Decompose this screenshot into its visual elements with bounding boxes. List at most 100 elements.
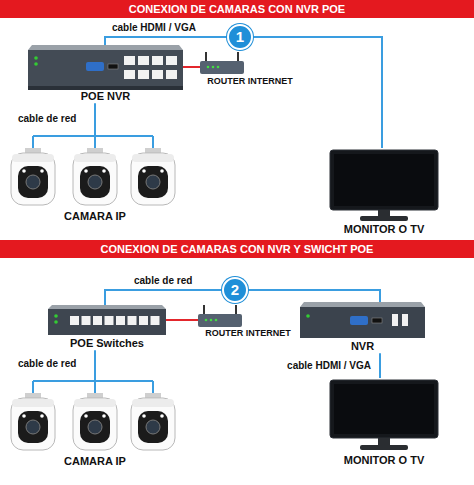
camera-branch xyxy=(33,136,153,148)
monitor-device xyxy=(334,384,434,434)
monitor-device xyxy=(334,154,434,206)
device-label: MONITOR O TV xyxy=(328,454,440,467)
poe-switch xyxy=(54,320,58,324)
device-label: ROUTER INTERNET xyxy=(198,328,298,339)
monitor-device xyxy=(330,380,438,438)
nvr-device xyxy=(402,314,408,326)
cable-connector xyxy=(183,66,200,68)
icon-space xyxy=(300,302,425,340)
nvr-device: POE NVR xyxy=(28,45,183,103)
cable-label: cable HDMI / VGA xyxy=(285,360,373,372)
poe-switch: POE Switches xyxy=(48,305,166,350)
cable-label: cable HDMI / VGA xyxy=(110,22,198,34)
monitor-device xyxy=(360,216,408,221)
camera-branch xyxy=(33,381,153,393)
nvr-device xyxy=(34,56,38,60)
router-device xyxy=(205,319,208,322)
router-device xyxy=(200,61,244,74)
device-label: CAMARA IP xyxy=(5,210,185,223)
device-label: ROUTER INTERNET xyxy=(200,76,300,87)
poe-switch xyxy=(116,316,125,325)
nvr-device xyxy=(166,70,177,79)
nvr-device xyxy=(28,45,183,90)
callout-number: 2 xyxy=(222,277,248,303)
device-label: POE NVR xyxy=(28,90,183,103)
ip-camera xyxy=(131,148,175,205)
poe-switch xyxy=(151,316,160,325)
router-device xyxy=(200,52,244,74)
router-device xyxy=(205,52,207,61)
device-label: POE Switches xyxy=(48,337,166,350)
nvr-device xyxy=(300,302,425,338)
cable-label: cable de red xyxy=(16,358,78,370)
nvr-device xyxy=(28,45,183,50)
nvr-device xyxy=(152,70,163,79)
monitor-device xyxy=(330,150,438,210)
icon-space xyxy=(5,380,185,455)
router-device: ROUTER INTERNET xyxy=(198,304,298,339)
router-device xyxy=(217,66,220,69)
poe-switch xyxy=(48,305,166,309)
nvr-device: NVR xyxy=(300,302,425,353)
router-device xyxy=(207,66,210,69)
nvr-device xyxy=(34,62,38,66)
poe-switch xyxy=(105,316,114,325)
router-device xyxy=(198,314,242,327)
poe-switch xyxy=(128,316,137,325)
nvr-device xyxy=(392,314,398,326)
nvr-device xyxy=(138,56,149,65)
icon-space xyxy=(5,135,185,210)
ip-camera xyxy=(11,148,55,205)
nvr-device xyxy=(166,56,177,65)
nvr-device xyxy=(138,70,149,79)
camera-group: CAMARA IP xyxy=(5,135,185,223)
camera-group: CAMARA IP xyxy=(5,380,185,468)
title-banner: CONEXION DE CAMARAS CON NVR POE xyxy=(0,0,474,18)
router-device xyxy=(237,52,239,61)
device-label: CAMARA IP xyxy=(5,455,185,468)
router-device xyxy=(215,319,218,322)
cable-connector xyxy=(94,350,96,380)
monitor-device xyxy=(330,380,438,450)
icon-space xyxy=(28,45,183,90)
poe-switch xyxy=(54,314,58,318)
monitor-device xyxy=(378,210,390,217)
monitor-device: MONITOR O TV xyxy=(328,378,440,467)
nvr-device xyxy=(124,56,135,65)
router-device xyxy=(198,305,242,327)
icon-space xyxy=(328,148,440,223)
nvr-device xyxy=(108,64,118,69)
monitor-device xyxy=(378,438,390,446)
nvr-device xyxy=(86,62,104,71)
router-device: ROUTER INTERNET xyxy=(200,52,300,87)
cable-connector xyxy=(105,37,382,148)
poe-switch xyxy=(93,316,102,325)
ip-camera xyxy=(131,393,175,450)
nvr-device xyxy=(124,70,135,79)
camera-branch xyxy=(33,136,153,148)
icon-space xyxy=(328,378,440,454)
poe-switch xyxy=(139,316,148,325)
camera-branch xyxy=(33,381,153,393)
nvr-device xyxy=(350,316,368,325)
router-device xyxy=(210,319,213,322)
cable-label: cable de red xyxy=(16,113,78,125)
router-device xyxy=(235,305,237,314)
icon-space xyxy=(200,52,300,76)
ip-camera xyxy=(73,393,117,450)
device-label: NVR xyxy=(300,340,425,353)
cable-connector xyxy=(94,103,96,135)
nvr-device xyxy=(372,318,382,323)
monitor-device xyxy=(360,445,408,450)
nvr-device xyxy=(300,307,425,338)
section-banner: CONEXION DE CAMARAS CON NVR Y SWICHT POE xyxy=(0,240,474,258)
cable-connector xyxy=(379,353,381,378)
monitor-device xyxy=(330,150,438,221)
cable-connector xyxy=(166,319,198,321)
ip-camera xyxy=(11,393,55,450)
device-label: MONITOR O TV xyxy=(328,223,440,236)
poe-switch xyxy=(82,316,91,325)
router-device xyxy=(212,66,215,69)
poe-switch xyxy=(48,309,166,335)
icon-space xyxy=(198,304,298,328)
